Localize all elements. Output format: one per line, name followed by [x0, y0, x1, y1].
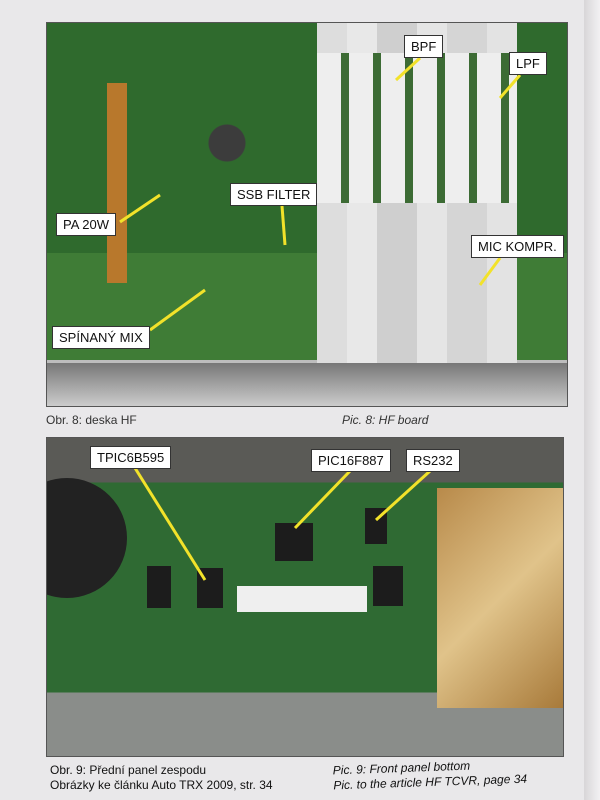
caption-fig8-cz: Obr. 8: deska HF [46, 413, 137, 427]
pa-heatsink [107, 83, 127, 283]
encoder-knob [47, 478, 127, 598]
connector [237, 586, 367, 612]
front-panel-photo [46, 437, 564, 757]
caption-fig9-cz: Obr. 9: Přední panel zespodu Obrázky ke … [50, 763, 273, 793]
chip-pic [275, 523, 313, 561]
label-pa: PA 20W [56, 213, 117, 236]
chip-tpic [197, 568, 223, 608]
chassis [47, 363, 567, 406]
label-lpf: LPF [509, 52, 547, 75]
label-mic-kompr: MIC KOMPR. [471, 235, 564, 258]
metal-bracket [437, 488, 563, 708]
label-spinany-mix: SPÍNANÝ MIX [52, 326, 150, 349]
caption-fig9-en: Pic. 9: Front panel bottom Pic. to the a… [333, 757, 528, 794]
chip-rs232 [365, 508, 387, 544]
label-rs232: RS232 [406, 449, 460, 472]
label-ssb-filter: SSB FILTER [230, 183, 318, 206]
filter-coils [317, 53, 517, 203]
page-edge [584, 0, 600, 800]
caption-fig9-cz-line2: Obrázky ke článku Auto TRX 2009, str. 34 [50, 778, 273, 792]
chip [373, 566, 403, 606]
label-tpic6b595: TPIC6B595 [90, 446, 172, 469]
caption-fig9-cz-line1: Obr. 9: Přední panel zespodu [50, 763, 207, 777]
label-pic16f887: PIC16F887 [311, 449, 391, 472]
hf-board-photo [46, 22, 568, 407]
chip [147, 566, 171, 608]
caption-fig8-en: Pic. 8: HF board [342, 413, 429, 427]
label-bpf: BPF [404, 35, 444, 58]
